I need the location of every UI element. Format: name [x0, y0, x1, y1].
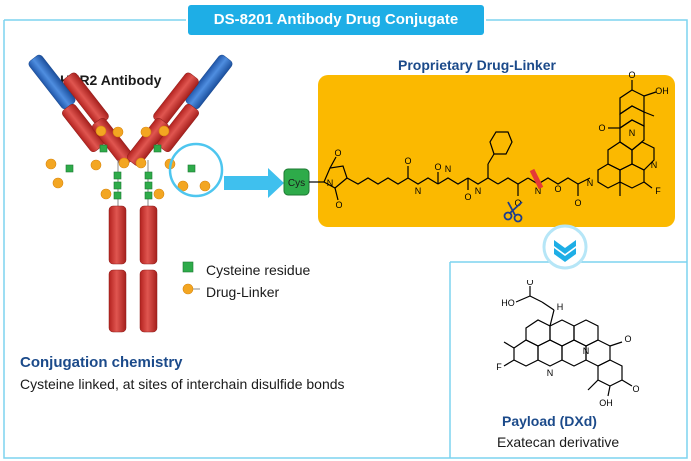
atom-o-4: O [434, 162, 441, 172]
payload-atom-n-1: N [547, 368, 554, 378]
payload-atom-f: F [496, 362, 502, 372]
highlight-circle [168, 142, 224, 198]
atom-o-10: O [598, 123, 605, 133]
atom-n-1: N [327, 178, 334, 188]
cleavage-mark [529, 168, 544, 190]
payload-description: Exatecan derivative [497, 434, 620, 450]
right-fc-upper [139, 205, 158, 265]
payload-structure: HO O H F N N O O OH [496, 280, 639, 408]
legend-cysteine-marker [182, 261, 194, 273]
right-fc-lower [139, 269, 158, 333]
atom-o-8: O [574, 198, 581, 208]
conjugation-description: Cysteine linked, at sites of interchain … [20, 376, 345, 392]
payload-atom-nh: H [557, 302, 564, 312]
title-banner: DS-8201 Antibody Drug Conjugate [188, 5, 484, 35]
antibody-title: HER2 Antibody [60, 72, 162, 88]
antibody-diagram [28, 54, 233, 333]
atom-o-9: O [628, 70, 635, 80]
atom-n-5: N [535, 186, 542, 196]
cysteine-residues [65, 144, 196, 200]
legend-drug-marker [182, 283, 194, 295]
payload-atom-oh: OH [599, 398, 613, 408]
linker-box [318, 75, 675, 227]
payload-name: Payload (DXd) [502, 413, 597, 429]
payload-atom-n-2: N [583, 346, 590, 356]
payload-atom-ho: HO [501, 298, 515, 308]
atom-o-1: O [334, 148, 341, 158]
atom-n-6: N [587, 178, 594, 188]
atom-n-7: N [629, 128, 636, 138]
legend-cysteine-label: Cysteine residue [206, 262, 311, 278]
payload-atom-o-2: O [624, 334, 631, 344]
atom-n-4: N [475, 186, 482, 196]
cys-label: Cys [288, 178, 305, 189]
atom-o-7: O [554, 184, 561, 194]
atom-n-3: N [445, 164, 452, 174]
atom-o-2: O [335, 200, 342, 210]
atom-f: F [655, 186, 661, 196]
atom-n-2: N [415, 186, 422, 196]
chevron-down-icon [542, 224, 588, 270]
right-light-chain-lower [157, 103, 199, 153]
left-light-chain-lower [62, 103, 104, 153]
atom-o-6: O [514, 198, 521, 208]
drug-linker-markers [45, 125, 211, 200]
payload-atom-o-1: O [526, 280, 533, 287]
atom-oh: OH [655, 86, 669, 96]
scissors-icon [503, 201, 523, 223]
left-fc-lower [108, 269, 127, 333]
legend-drug-linker-label: Drug-Linker [206, 284, 280, 300]
atom-o-5: O [464, 192, 471, 202]
atom-o-3: O [404, 156, 411, 166]
right-arrow-icon [224, 168, 284, 198]
left-fc-upper [108, 205, 127, 265]
drug-linker-structure: Cys [283, 70, 675, 227]
linker-title: Proprietary Drug-Linker [398, 57, 556, 73]
atom-n-8: N [651, 160, 658, 170]
conjugation-heading: Conjugation chemistry [20, 354, 183, 371]
payload-atom-o-3: O [632, 384, 639, 394]
